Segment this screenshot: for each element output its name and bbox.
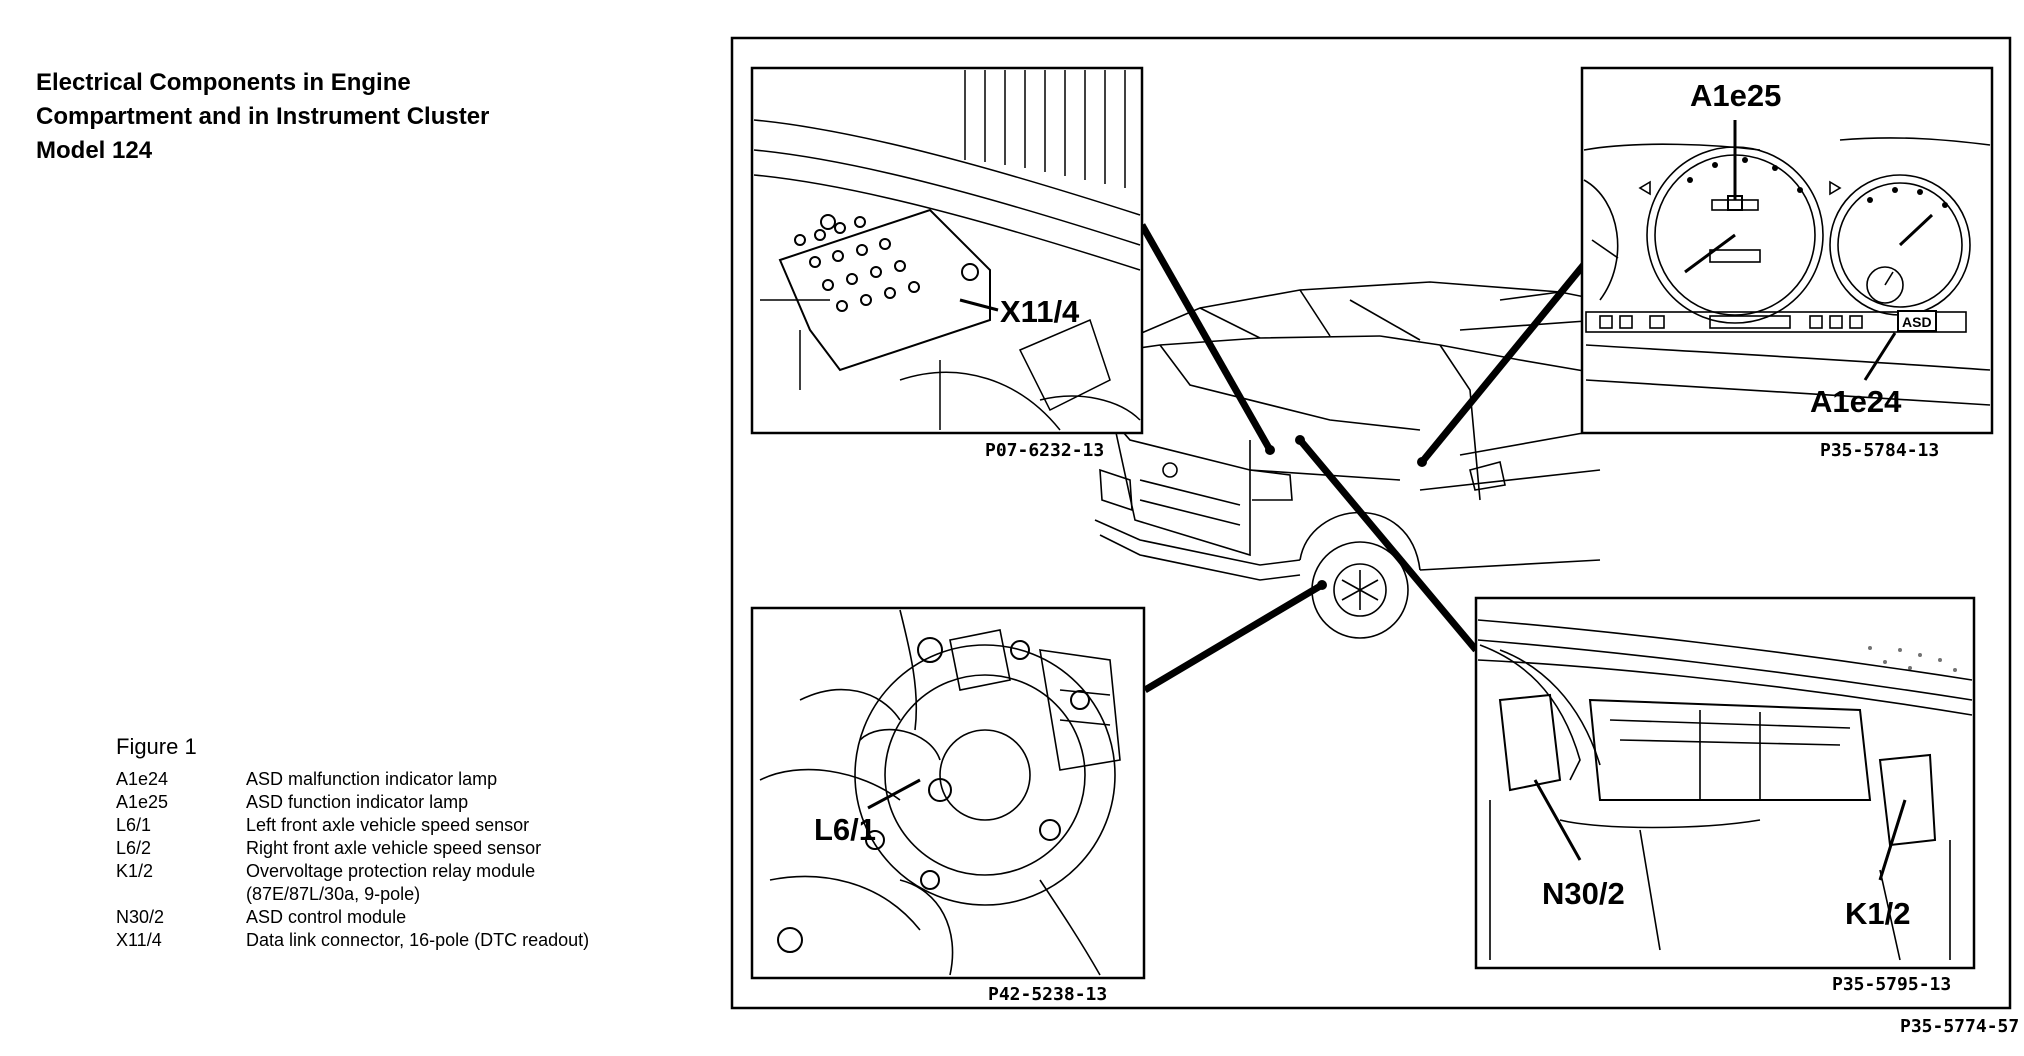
ref-p35-5784-13: P35-5784-13 — [1820, 440, 1939, 461]
legend-item: L6/2 Right front axle vehicle speed senso… — [116, 837, 706, 860]
leader-line — [1878, 799, 1907, 881]
label-n30-2: N30/2 — [1542, 876, 1625, 911]
legend-item: N30/2 ASD control module — [116, 906, 706, 929]
legend-desc: Right front axle vehicle speed sensor — [246, 838, 542, 858]
pointer-dot — [1317, 580, 1327, 590]
asd-indicator-lamp — [1897, 310, 1937, 332]
pointer-dot — [1265, 445, 1275, 455]
legend-code: L6/2 — [116, 838, 152, 858]
label-k1-2: K1/2 — [1845, 896, 1910, 931]
legend-code: N30/2 — [116, 907, 165, 927]
legend-item: K1/2 Overvoltage protection relay module — [116, 860, 706, 883]
legend-code: K1/2 — [116, 861, 154, 881]
panel-instrument-cluster: ASD A1e25 A1e24 P35-5784-13 — [1580, 66, 1994, 461]
legend-code: A1e25 — [116, 792, 169, 812]
ref-p07-6232-13: P07-6232-13 — [985, 440, 1104, 461]
legend-item: X11/4 Data link connector, 16-pole (DTC r… — [116, 929, 706, 952]
ref-p42-5238-13: P42-5238-13 — [988, 984, 1107, 1005]
leader-line — [867, 778, 921, 810]
label-a1e24: A1e24 — [1810, 384, 1902, 419]
legend-desc: Overvoltage protection relay module — [246, 861, 536, 881]
legend-item: A1e25 ASD function indicator lamp — [116, 791, 706, 814]
leader-line — [1533, 779, 1582, 861]
legend-desc: Data link connector, 16-pole (DTC readou… — [246, 930, 590, 950]
legend-desc: ASD function indicator lamp — [246, 792, 469, 812]
panel-control-module: N30/2 K1/2 P35-5795-13 — [1474, 596, 1976, 995]
label-a1e25: A1e25 — [1690, 78, 1781, 113]
leader-line — [959, 298, 999, 312]
leader-line — [1863, 332, 1897, 381]
panel-speed-sensor: L6/1 P42-5238-13 — [750, 606, 1146, 1005]
legend-desc: ASD malfunction indicator lamp — [246, 769, 498, 789]
legend-code: A1e24 — [116, 769, 169, 789]
legend-desc: Left front axle vehicle speed sensor — [246, 815, 530, 835]
asd-badge: ASD — [1902, 314, 1932, 330]
figure-ref: P35-5774-57 — [1900, 1016, 2019, 1037]
legend: A1e24 ASD malfunction indicator lamp A1e2… — [116, 768, 706, 952]
ref-p35-5795-13: P35-5795-13 — [1832, 974, 1951, 995]
label-l6-1: L6/1 — [814, 812, 876, 847]
diagram-title: Electrical Components in Engine Compartm… — [36, 66, 596, 168]
label-x11-4: X11/4 — [1000, 294, 1080, 329]
pointer-dot — [1295, 435, 1305, 445]
title-line-1: Electrical Components in Engine — [36, 69, 411, 96]
figure-caption: Figure 1 — [116, 734, 197, 759]
title-line-3: Model 124 — [36, 137, 153, 164]
legend-item: A1e24 ASD malfunction indicator lamp — [116, 768, 706, 791]
legend-code: X11/4 — [116, 930, 162, 950]
panel-data-link-connector: X11/4 P07-6232-13 — [750, 66, 1144, 461]
title-line-2: Compartment and in Instrument Cluster — [36, 103, 490, 130]
pointer-dot — [1417, 457, 1427, 467]
legend-code: L6/1 — [116, 815, 152, 835]
legend-desc-continued: (87E/87L/30a, 9-pole) — [246, 884, 421, 904]
legend-desc: ASD control module — [246, 907, 407, 927]
pointer-lines — [1138, 223, 1589, 694]
legend-item: L6/1 Left front axle vehicle speed sensor — [116, 814, 706, 837]
